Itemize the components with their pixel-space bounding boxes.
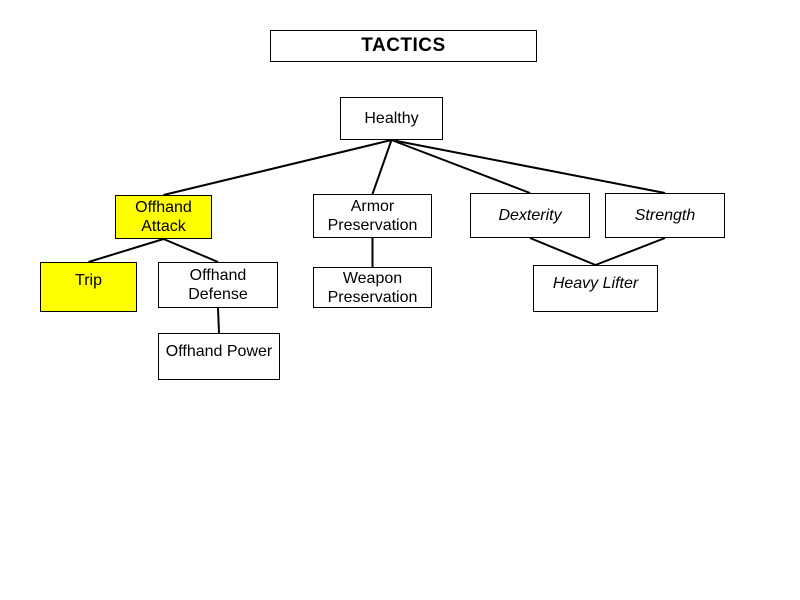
node-label: Offhand Power [165,343,273,360]
edge-dexterity-to-heavy-lifter [529,237,596,266]
node-offhand-power: Offhand Power [158,333,280,380]
edge-strength-to-heavy-lifter [595,237,666,266]
node-label: Healthy [364,110,419,127]
node-label: Dexterity [498,207,562,224]
node-label: Heavy Lifter [552,275,639,292]
node-label: Weapon Preservation [327,269,418,306]
node-label: Trip [75,272,102,289]
node-label: Armor Preservation [327,198,418,234]
edge-healthy-to-offhand-attack [163,139,392,196]
node-label: Strength [634,207,696,224]
node-healthy: Healthy [340,97,443,140]
diagram-title: TACTICS [361,35,446,56]
node-dexterity: Dexterity [470,193,590,238]
edge-healthy-to-armor-preservation [371,139,393,195]
edge-healthy-to-strength [391,139,666,194]
edge-offhand-attack-to-trip [88,238,164,263]
edge-offhand-attack-to-offhand-defense [163,238,219,263]
diagram-title-box: TACTICS [270,30,537,62]
edge-offhand-defense-to-offhand-power [217,307,220,334]
node-label: Offhand Attack [135,199,192,235]
node-offhand-attack: Offhand Attack [115,195,212,239]
node-trip: Trip [40,262,137,312]
node-label: Offhand Defense [188,267,248,303]
node-strength: Strength [605,193,725,238]
node-armor-preservation: Armor Preservation [313,194,432,238]
node-heavy-lifter: Heavy Lifter [533,265,658,312]
edge-healthy-to-dexterity [391,139,531,194]
node-weapon-preservation: Weapon Preservation [313,267,432,308]
node-offhand-defense: Offhand Defense [158,262,278,308]
